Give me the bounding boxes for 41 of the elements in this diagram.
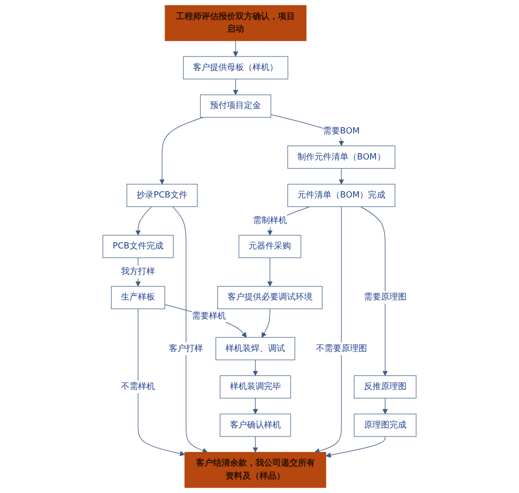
node-box: 样机装焊、调试 <box>216 337 296 360</box>
edge-label: 不需样机 <box>121 382 156 392</box>
arrow <box>338 168 344 184</box>
arrow <box>252 436 258 453</box>
node-box: 样机装调完毕 <box>220 375 291 398</box>
node-box: 客户提供必要调试环境 <box>217 286 323 310</box>
arrow <box>135 206 152 236</box>
arrow <box>382 398 388 414</box>
node-box: 工程师评估报价双方确认，项目启动 <box>164 5 306 42</box>
arrow <box>159 117 204 184</box>
node-box: PCB文件完成 <box>102 234 174 258</box>
edge-label: 需要样机 <box>192 310 226 321</box>
arrow <box>360 206 388 376</box>
edge-label: 我方打样 <box>121 266 156 277</box>
arrow <box>138 308 186 456</box>
node-box: 生产样板 <box>111 286 166 310</box>
arrow <box>314 206 342 454</box>
arrow <box>267 257 273 287</box>
edge-label: 需要原理图 <box>364 292 406 302</box>
node-box: 原理图完成 <box>354 414 416 437</box>
node-box: 客户确认样机 <box>220 414 291 437</box>
arrow <box>262 308 270 338</box>
node-box: 制作元件清单（BOM） <box>287 146 396 169</box>
arrow <box>232 78 238 96</box>
edge-label: 客户打样 <box>169 343 204 354</box>
edge-label: 需制样机 <box>252 216 287 226</box>
arrow <box>172 206 208 454</box>
node-box: 客户提供母板（样机） <box>183 56 288 80</box>
arrow <box>252 360 258 376</box>
node-box: 客户结清余款，我公司递交所有资料及（样品） <box>184 452 326 488</box>
arrow <box>232 40 238 57</box>
arrow <box>326 436 386 458</box>
node-box: 抄录PCB文件 <box>126 184 198 207</box>
arrow <box>164 304 247 338</box>
node-box: 元器件采购 <box>238 234 302 258</box>
node-box: 预付项目定金 <box>200 94 272 118</box>
node-box: 元件清单（BOM）完成 <box>287 184 396 207</box>
arrow <box>252 398 258 414</box>
node-box: 反推原理图 <box>354 375 416 398</box>
edge-label: 不需要原理图 <box>316 343 367 354</box>
edge-label: 需要BOM <box>322 126 360 136</box>
